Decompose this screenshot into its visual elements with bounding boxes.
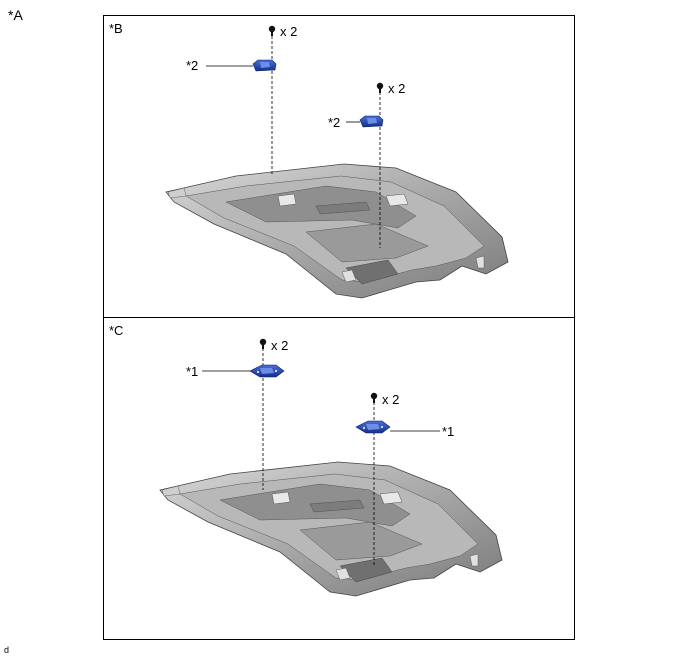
roof-headliner-c: [159, 461, 503, 597]
callout-label: *2: [186, 58, 199, 73]
panel-c-label: *C: [109, 323, 124, 338]
callout-label: *1: [186, 364, 199, 379]
callout-label: *1: [442, 424, 455, 439]
visor-holder-part: [355, 420, 391, 434]
qty-label: x 2: [271, 338, 289, 353]
screw-icon: [268, 25, 276, 36]
screw-icon: [259, 338, 267, 349]
qty-label: x 2: [382, 392, 400, 407]
screw-icon: [370, 392, 378, 403]
visor-holder-part: [249, 364, 285, 378]
panel-b-label: *B: [109, 21, 123, 36]
panel-b-drawing: [165, 25, 509, 299]
visor-holder-part: [252, 59, 277, 72]
qty-label: x 2: [388, 81, 406, 96]
figure-label-a: *A: [8, 7, 23, 23]
panel-c-drawing: [159, 338, 503, 597]
panel-c: [103, 317, 575, 640]
visor-holder-part: [359, 115, 384, 128]
roof-headliner-b: [165, 163, 509, 299]
screw-icon: [376, 82, 384, 93]
figure-code: d: [4, 645, 10, 655]
qty-label: x 2: [280, 24, 298, 39]
callout-label: *2: [328, 115, 341, 130]
